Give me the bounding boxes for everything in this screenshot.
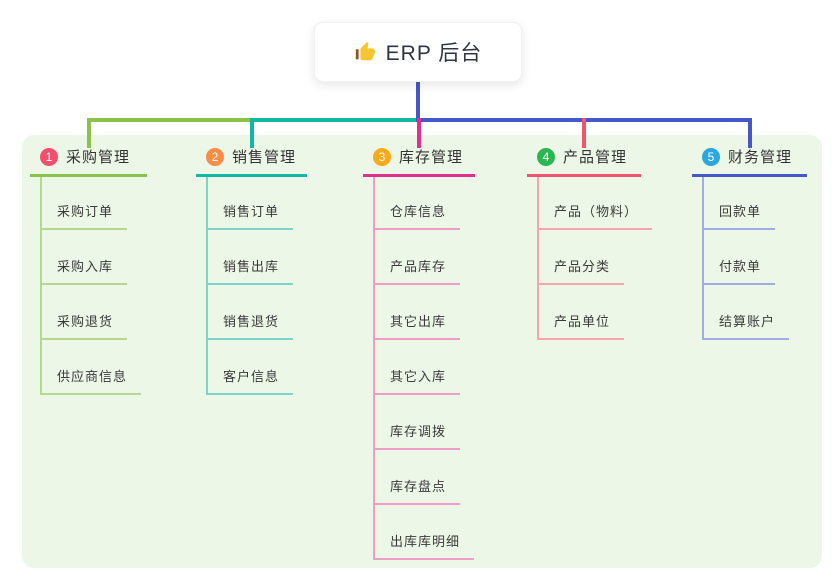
child-node[interactable]: 仓库信息 (373, 201, 461, 230)
branch-node-2[interactable]: 2 销售管理 (196, 146, 307, 177)
branch-children: 产品（物料） 产品分类产品单位 (527, 175, 653, 340)
root-node-erp[interactable]: ERP 后台 (314, 22, 522, 82)
child-node-row: 采购订单 (30, 175, 141, 230)
child-node-row: 出库库明细 (363, 505, 475, 560)
branch-drop-line-5 (748, 118, 752, 148)
child-node-row: 供应商信息 (30, 340, 142, 395)
branch-title: 库存管理 (399, 149, 464, 166)
branch-drop-line-3 (417, 118, 421, 148)
child-node-row: 结算账户 (692, 285, 790, 340)
child-node-row: 其它出库 (363, 285, 474, 340)
thumbs-up-icon (354, 41, 376, 63)
child-node-row: 产品单位 (527, 285, 652, 340)
child-node-row: 回款单 (692, 175, 789, 230)
branch-children: 回款单付款单结算账户 (692, 175, 790, 340)
root-node-label: ERP 后台 (385, 42, 483, 65)
child-node[interactable]: 回款单 (702, 201, 776, 230)
branch-number-badge: 5 (702, 147, 720, 166)
child-node[interactable]: 产品分类 (537, 256, 625, 285)
branch-children-line (537, 177, 539, 340)
child-node[interactable]: 供应商信息 (40, 366, 142, 395)
child-node-row: 产品库存 (363, 230, 474, 285)
child-node[interactable]: 库存盘点 (373, 476, 461, 505)
branch-children-line (373, 177, 375, 560)
child-node-row: 付款单 (692, 230, 789, 285)
child-node-row: 采购入库 (30, 230, 141, 285)
child-node[interactable]: 库存调拨 (373, 421, 461, 450)
branch-title: 财务管理 (728, 149, 793, 166)
child-node-row: 销售订单 (196, 175, 294, 230)
branch-children: 销售订单销售出库销售退货客户信息 (196, 175, 294, 395)
branch-node-4[interactable]: 4 产品管理 (527, 146, 641, 177)
branches-background-panel (22, 135, 822, 568)
branch-node-3[interactable]: 3 库存管理 (363, 146, 475, 177)
child-node[interactable]: 采购订单 (40, 201, 128, 230)
branch-number-badge: 1 (40, 147, 58, 166)
branch-title: 采购管理 (66, 149, 131, 166)
child-node[interactable]: 客户信息 (206, 366, 294, 395)
branch-drop-line-2 (250, 118, 254, 148)
child-node[interactable]: 产品单位 (537, 311, 625, 340)
child-node-row: 销售退货 (196, 285, 294, 340)
child-node[interactable]: 其它出库 (373, 311, 461, 340)
child-node-row: 产品（物料） (527, 175, 653, 230)
bus-segment-2 (250, 118, 416, 122)
child-node-row: 产品分类 (527, 230, 652, 285)
branch-title: 产品管理 (563, 149, 628, 166)
branch-children-line (702, 177, 704, 340)
child-node[interactable]: 付款单 (702, 256, 776, 285)
child-node[interactable]: 产品（物料） (537, 201, 653, 230)
branch-children-line (206, 177, 208, 395)
child-node-row: 采购退货 (30, 285, 141, 340)
child-node[interactable]: 销售订单 (206, 201, 294, 230)
child-node-row: 销售出库 (196, 230, 294, 285)
branch-drop-line-4 (582, 118, 586, 148)
branch-children: 采购订单采购入库采购退货供应商信息 (30, 175, 142, 395)
child-node-row: 库存调拨 (363, 395, 474, 450)
branch-number-badge: 4 (537, 147, 555, 166)
child-node-row: 仓库信息 (363, 175, 474, 230)
child-node[interactable]: 结算账户 (702, 311, 790, 340)
child-node-row: 其它入库 (363, 340, 474, 395)
child-node-row: 库存盘点 (363, 450, 474, 505)
child-node[interactable]: 出库库明细 (373, 531, 475, 560)
branch-children: 仓库信息产品库存其它出库其它入库库存调拨库存盘点出库库明细 (363, 175, 475, 560)
branch-title: 销售管理 (232, 149, 297, 166)
branch-children-line (40, 177, 42, 395)
branch-number-badge: 3 (373, 147, 391, 166)
child-node-row: 客户信息 (196, 340, 294, 395)
branch-drop-line-1 (87, 118, 91, 148)
bus-segment-1 (87, 118, 250, 122)
child-node[interactable]: 产品库存 (373, 256, 461, 285)
branch-node-5[interactable]: 5 财务管理 (692, 146, 807, 177)
child-node[interactable]: 采购入库 (40, 256, 128, 285)
branch-node-1[interactable]: 1 采购管理 (30, 146, 147, 177)
child-node[interactable]: 销售出库 (206, 256, 294, 285)
branch-number-badge: 2 (206, 147, 224, 166)
child-node[interactable]: 销售退货 (206, 311, 294, 340)
root-trunk-line (416, 82, 420, 122)
child-node[interactable]: 其它入库 (373, 366, 461, 395)
child-node[interactable]: 采购退货 (40, 311, 128, 340)
